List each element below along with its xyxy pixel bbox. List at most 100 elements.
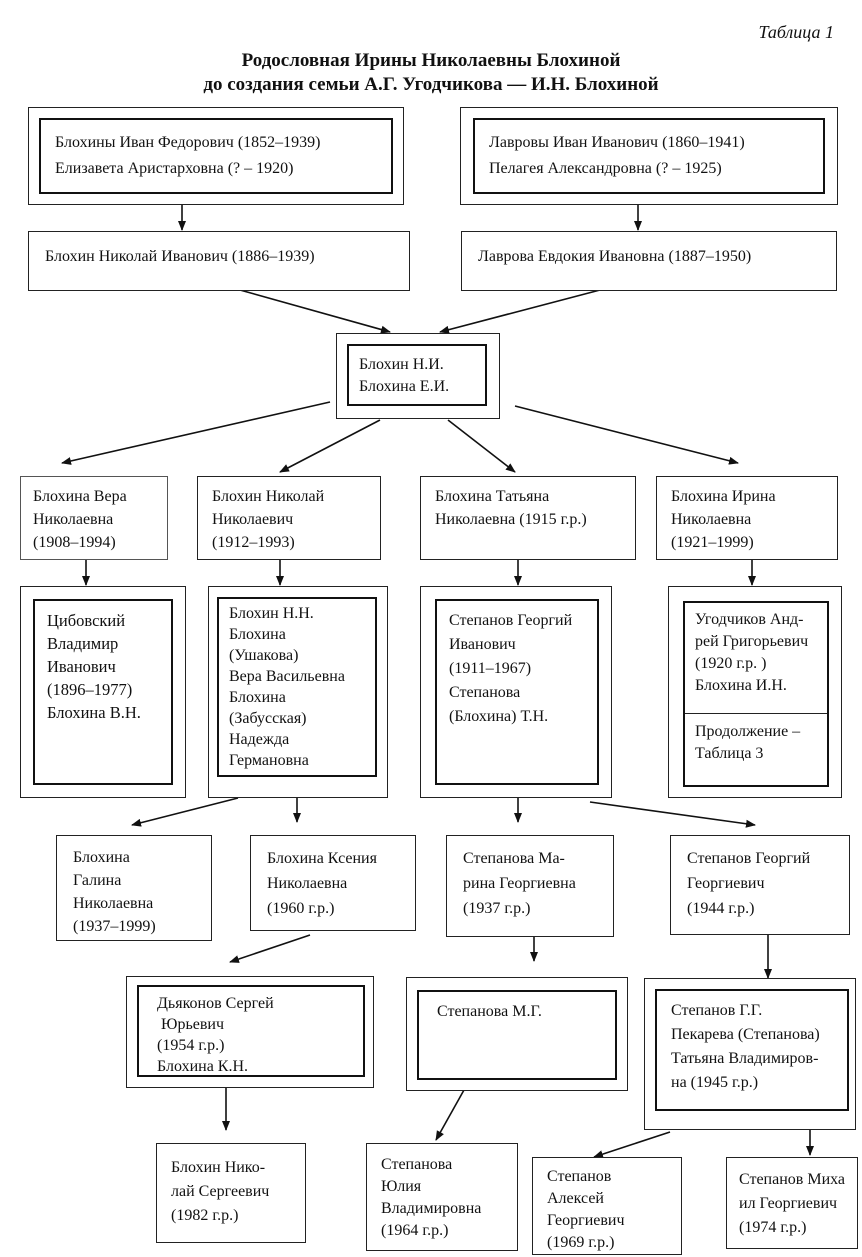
ugodchikov-line-4: Блохина И.Н. bbox=[695, 677, 787, 694]
nikolay-sergeevich-line-1: Блохин Нико- bbox=[171, 1159, 266, 1176]
ugodchikov-divider bbox=[685, 713, 827, 714]
georgy-georgievich-box: Степанов Георгий Георгиевич (1944 г.р.) bbox=[670, 835, 850, 935]
blokhin-couple-box: Блохин Н.И. Блохина Е.И. bbox=[336, 333, 500, 419]
galina-line-2: Галина bbox=[73, 872, 122, 889]
stepanov-gi-line-1: Степанов Георгий bbox=[449, 612, 573, 629]
stepanov-gg-line-1: Степанов Г.Г. bbox=[671, 1002, 763, 1019]
stepanov-gi-family-box: Степанов Георгий Иванович (1911–1967) Ст… bbox=[420, 586, 612, 798]
blokhin-nn-line-1: Блохин Н.Н. bbox=[229, 605, 314, 622]
dyakonov-line-3: (1954 г.р.) bbox=[157, 1037, 225, 1054]
nikolay-ivanovich-line-1: Блохин Николай Иванович (1886–1939) bbox=[45, 248, 315, 265]
blokhin-nn-line-5: Блохина bbox=[229, 689, 286, 706]
ugodchikov-family-inner: Угодчиков Анд- рей Григорьевич (1920 г.р… bbox=[683, 601, 829, 787]
irina-line-1: Блохина Ирина bbox=[671, 488, 776, 505]
stepanov-gg-family-box: Степанов Г.Г. Пекарева (Степанова) Татья… bbox=[644, 978, 856, 1130]
stepanov-gg-line-4: на (1945 г.р.) bbox=[671, 1074, 759, 1091]
evdokia-box: Лаврова Евдокия Ивановна (1887–1950) bbox=[461, 231, 837, 291]
stepanov-gg-line-3: Татьяна Владимиров- bbox=[671, 1050, 819, 1067]
nikolay-sergeevich-box: Блохин Нико- лай Сергеевич (1982 г.р.) bbox=[156, 1143, 306, 1243]
georgy-georgievich-line-1: Степанов Георгий bbox=[687, 850, 811, 867]
galina-line-3: Николаевна bbox=[73, 895, 154, 912]
tsibovsky-line-2: Владимир bbox=[47, 634, 119, 653]
stepanov-gi-family-inner: Степанов Георгий Иванович (1911–1967) Ст… bbox=[435, 599, 599, 785]
galina-line-1: Блохина bbox=[73, 849, 130, 866]
dyakonov-family-inner: Дьяконов Сергей Юрьевич (1954 г.р.) Блох… bbox=[137, 985, 365, 1077]
mikhail-box: Степанов Миха ил Георгиевич (1974 г.р.) bbox=[726, 1157, 858, 1249]
page-title: Родословная Ирины Николаевны Блохиной bbox=[241, 50, 621, 71]
blokhin-nn-line-7: Надежда bbox=[229, 731, 290, 748]
couple-line-1: Блохин Н.И. bbox=[359, 356, 444, 373]
dyakonov-line-2: Юрьевич bbox=[157, 1016, 225, 1033]
yulia-line-2: Юлия bbox=[381, 1178, 422, 1195]
mikhail-line-1: Степанов Миха bbox=[739, 1171, 846, 1188]
stepanova-mg-line-1: Степанова М.Г. bbox=[437, 1003, 542, 1020]
tatyana-box: Блохина Татьяна Николаевна (1915 г.р.) bbox=[420, 476, 636, 560]
marina-line-3: (1937 г.р.) bbox=[463, 900, 531, 917]
tsibovsky-line-5: Блохина В.Н. bbox=[47, 703, 141, 722]
alexey-box: Степанов Алексей Георгиевич (1969 г.р.) bbox=[532, 1157, 682, 1255]
tatyana-line-1: Блохина Татьяна bbox=[435, 488, 550, 505]
blokhin-nn-line-2: Блохина bbox=[229, 626, 286, 643]
alexey-line-4: (1969 г.р.) bbox=[547, 1234, 615, 1251]
blokhiny-line-1: Блохины Иван Федорович (1852–1939) bbox=[55, 134, 321, 151]
irina-line-2: Николаевна bbox=[671, 511, 752, 528]
ksenia-line-3: (1960 г.р.) bbox=[267, 900, 335, 917]
blokhiny-couple-box: Блохины Иван Федорович (1852–1939) Елиза… bbox=[28, 107, 404, 205]
marina-box: Степанова Ма- рина Георгиевна (1937 г.р.… bbox=[446, 835, 614, 937]
stepanova-mg-family-box: Степанова М.Г. bbox=[406, 977, 628, 1091]
tsibovsky-line-4: (1896–1977) bbox=[47, 680, 133, 699]
continuation-line-1: Продолжение – bbox=[695, 723, 801, 740]
couple-line-2: Блохина Е.И. bbox=[359, 378, 450, 395]
blokhin-couple-inner: Блохин Н.И. Блохина Е.И. bbox=[347, 344, 487, 406]
georgy-georgievich-line-2: Георгиевич bbox=[687, 875, 765, 892]
vera-line-2: Николаевна bbox=[33, 511, 114, 528]
stepanov-gi-line-5: (Блохина) Т.Н. bbox=[449, 708, 549, 725]
stepanov-gg-line-2: Пекарева (Степанова) bbox=[671, 1026, 820, 1043]
marina-line-1: Степанова Ма- bbox=[463, 850, 565, 867]
tsibovsky-family-box: Цибовский Владимир Иванович (1896–1977) … bbox=[20, 586, 186, 798]
yulia-box: Степанова Юлия Владимировна (1964 г.р.) bbox=[366, 1143, 518, 1251]
stepanov-gi-line-2: Иванович bbox=[449, 636, 516, 653]
nikolay-sergeevich-line-2: лай Сергеевич bbox=[171, 1183, 270, 1200]
lavrovy-couple-box: Лавровы Иван Иванович (1860–1941) Пелаге… bbox=[460, 107, 838, 205]
vera-line-3: (1908–1994) bbox=[33, 534, 116, 551]
continuation-link[interactable]: Продолжение – Таблица 3 bbox=[685, 721, 810, 765]
page-subtitle: до создания семьи А.Г. Угодчикова — И.Н.… bbox=[203, 74, 659, 95]
dyakonov-line-1: Дьяконов Сергей bbox=[157, 995, 274, 1012]
galina-line-4: (1937–1999) bbox=[73, 918, 156, 935]
blokhin-nn-line-6: (Забусская) bbox=[229, 710, 307, 727]
blokhiny-line-2: Елизавета Аристарховна (? – 1920) bbox=[55, 160, 294, 177]
lavrovy-line-1: Лавровы Иван Иванович (1860–1941) bbox=[489, 134, 745, 151]
tsibovsky-family-inner: Цибовский Владимир Иванович (1896–1977) … bbox=[33, 599, 173, 785]
alexey-line-2: Алексей bbox=[547, 1190, 604, 1207]
nikolay-ivanovich-box: Блохин Николай Иванович (1886–1939) bbox=[28, 231, 410, 291]
ugodchikov-line-1: Угодчиков Анд- bbox=[695, 611, 804, 628]
georgy-georgievich-line-3: (1944 г.р.) bbox=[687, 900, 755, 917]
tsibovsky-line-1: Цибовский bbox=[47, 611, 126, 630]
yulia-line-1: Степанова bbox=[381, 1156, 453, 1173]
tatyana-line-2: Николаевна (1915 г.р.) bbox=[435, 511, 587, 528]
dyakonov-line-4: Блохина К.Н. bbox=[157, 1058, 249, 1075]
irina-line-3: (1921–1999) bbox=[671, 534, 754, 551]
blokhin-nn-line-4: Вера Васильевна bbox=[229, 668, 345, 685]
dyakonov-family-box: Дьяконов Сергей Юрьевич (1954 г.р.) Блох… bbox=[126, 976, 374, 1088]
ksenia-line-2: Николаевна bbox=[267, 875, 348, 892]
mikhail-line-3: (1974 г.р.) bbox=[739, 1219, 807, 1236]
lavrovy-line-2: Пелагея Александровна (? – 1925) bbox=[489, 160, 722, 177]
blokhin-nn-family-inner: Блохин Н.Н. Блохина (Ушакова) Вера Васил… bbox=[217, 597, 377, 777]
tsibovsky-line-3: Иванович bbox=[47, 657, 116, 676]
vera-line-1: Блохина Вера bbox=[33, 488, 127, 505]
nikolay-nikolaevich-box: Блохин Николай Николаевич (1912–1993) bbox=[197, 476, 381, 560]
blokhin-nn-line-8: Германовна bbox=[229, 752, 309, 769]
stepanov-gi-line-4: Степанова bbox=[449, 684, 521, 701]
lavrovy-couple-inner: Лавровы Иван Иванович (1860–1941) Пелаге… bbox=[473, 118, 825, 194]
ksenia-box: Блохина Ксения Николаевна (1960 г.р.) bbox=[250, 835, 416, 931]
stepanov-gi-line-3: (1911–1967) bbox=[449, 660, 532, 677]
nikolay-nikolaevich-line-2: Николаевич bbox=[212, 511, 294, 528]
ugodchikov-family-box: Угодчиков Анд- рей Григорьевич (1920 г.р… bbox=[668, 586, 842, 798]
evdokia-line-1: Лаврова Евдокия Ивановна (1887–1950) bbox=[478, 248, 752, 265]
blokhiny-couple-inner: Блохины Иван Федорович (1852–1939) Елиза… bbox=[39, 118, 393, 194]
nikolay-nikolaevich-line-3: (1912–1993) bbox=[212, 534, 295, 551]
nikolay-nikolaevich-line-1: Блохин Николай bbox=[212, 488, 325, 505]
blokhin-nn-family-box: Блохин Н.Н. Блохина (Ушакова) Вера Васил… bbox=[208, 586, 388, 798]
